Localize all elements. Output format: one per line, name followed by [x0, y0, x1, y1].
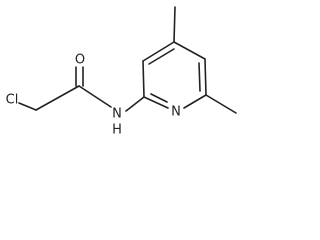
bond-c6-methyl [205, 94, 237, 114]
bond-c5-c6 [204, 58, 207, 96]
atom-amide-nitrogen-label: N [112, 107, 122, 122]
bond-c5-c6-inner [198, 62, 201, 92]
atom-ring-nitrogen-label: N [171, 105, 181, 120]
bond-n1-c2-inner [150, 93, 168, 103]
bond-c2-c3 [142, 60, 145, 98]
bond-c4-c5 [173, 41, 206, 60]
atom-chlorine-label: Cl [6, 93, 19, 108]
bond-ch2-carbonyl [35, 85, 80, 111]
bond-carbonyl-nh [78, 85, 112, 108]
bond-c3-c4 [142, 41, 175, 62]
bond-n1-c2 [143, 96, 169, 109]
bond-c4-methyl [173, 6, 176, 43]
atom-oxygen-label: O [75, 53, 85, 68]
bond-c3-c4-inner [148, 48, 175, 65]
molecule-drawing: Cl O N H N [6, 6, 237, 138]
structure-diagram: Cl O N H N [0, 0, 260, 143]
bond-c6-n1 [183, 94, 207, 109]
bond-cl-ch2 [18, 102, 37, 111]
bond-nh-pyridine [125, 96, 145, 112]
atom-amide-hydrogen-label: H [112, 123, 122, 138]
